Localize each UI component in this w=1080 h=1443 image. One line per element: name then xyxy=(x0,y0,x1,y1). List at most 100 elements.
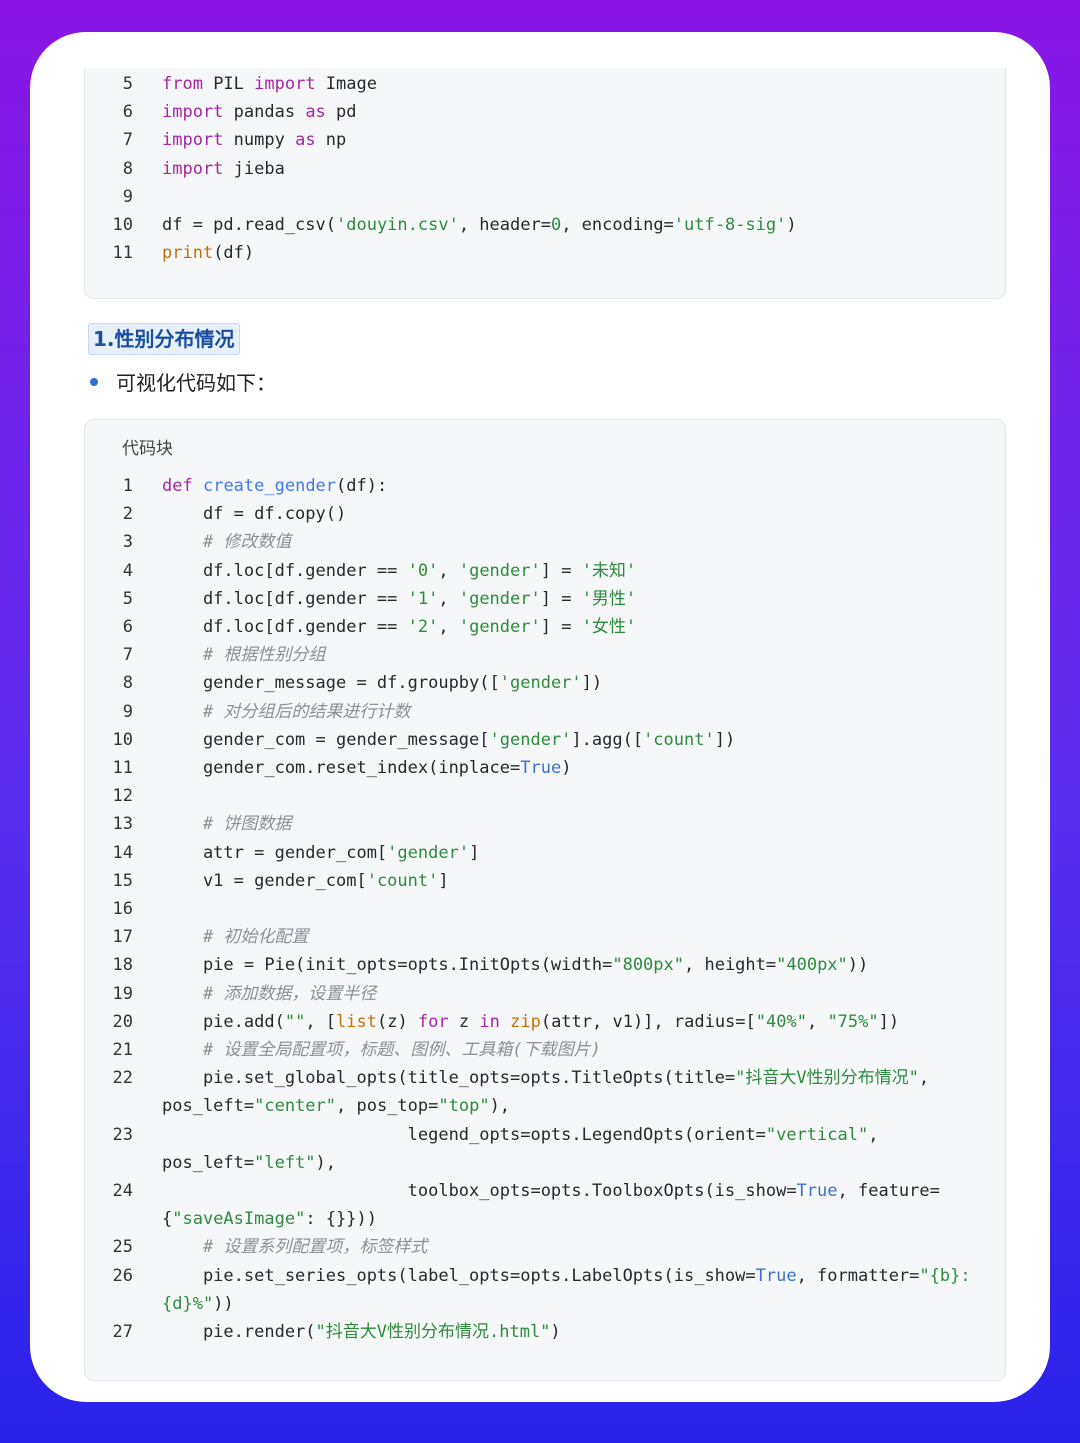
line-number: 25 xyxy=(112,1237,133,1258)
line-number: 23 xyxy=(112,1124,133,1145)
line-number: 13 xyxy=(112,814,133,835)
code-line: 15 v1 = gender_com['count'] xyxy=(85,867,1005,895)
code-text: from PIL import Image xyxy=(162,74,377,94)
code-text: import numpy as np xyxy=(162,130,347,151)
code-text: pos_left="left"), xyxy=(162,1152,337,1173)
code-line: 12 xyxy=(85,782,1005,810)
code-text: # 设置全局配置项，标题、图例、工具箱(下载图片) xyxy=(202,1040,601,1060)
code-line: 16 xyxy=(85,895,1005,923)
code-text: pos_left="center", pos_top="top"), xyxy=(162,1096,511,1117)
code-line: 2 df = df.copy() xyxy=(85,500,1005,528)
code-line: 24 toolbox_opts=opts.ToolboxOpts(is_show… xyxy=(85,1177,1005,1205)
code-line: 25 # 设置系列配置项，标签样式 xyxy=(85,1233,1005,1261)
code-line: pos_left="left"), xyxy=(85,1149,1005,1177)
line-number: 9 xyxy=(122,186,133,207)
code-line: 26 pie.set_series_opts(label_opts=opts.L… xyxy=(85,1262,1005,1290)
code-text: def create_gender(df): xyxy=(162,476,388,496)
code-line: 8 gender_message = df.groupby(['gender']… xyxy=(85,669,1005,697)
line-number: 15 xyxy=(112,870,133,891)
code-line: 4 df.loc[df.gender == '0', 'gender'] = '… xyxy=(85,557,1005,585)
code-text: df.loc[df.gender == '1', 'gender'] = '男性… xyxy=(162,588,637,609)
code-line: 10 df = pd.read_csv('douyin.csv', header=… xyxy=(85,211,1005,239)
line-number: 5 xyxy=(122,588,133,609)
code-text: # 设置系列配置项，标签样式 xyxy=(202,1237,428,1258)
code-text: # 修改数值 xyxy=(202,532,292,553)
code-line: 5 df.loc[df.gender == '1', 'gender'] = '… xyxy=(85,585,1005,613)
code-text: # 添加数据，设置半径 xyxy=(202,983,377,1004)
code-line: 3 # 修改数值 xyxy=(85,528,1005,556)
line-number: 20 xyxy=(112,1011,133,1032)
code-line: 11 gender_com.reset_index(inplace=True) xyxy=(85,754,1005,782)
code-line: 13 # 饼图数据 xyxy=(85,810,1005,838)
code-line: {d}%")) xyxy=(85,1290,1005,1318)
line-number: 16 xyxy=(112,899,133,919)
code-text: # 饼图数据 xyxy=(202,814,292,835)
code-text: pie.set_global_opts(title_opts=opts.Titl… xyxy=(162,1068,930,1089)
code-text: df.loc[df.gender == '0', 'gender'] = '未知… xyxy=(162,560,637,581)
code-text: df = pd.read_csv('douyin.csv', header=0,… xyxy=(162,215,797,235)
code-text: {d}%")) xyxy=(162,1293,234,1314)
line-number: 8 xyxy=(122,673,133,694)
line-number: 11 xyxy=(112,243,133,264)
code-line: 9 xyxy=(85,183,1005,211)
code-line: 6 df.loc[df.gender == '2', 'gender'] = '… xyxy=(85,613,1005,641)
line-number: 9 xyxy=(122,701,133,722)
code-text: # 对分组后的结果进行计数 xyxy=(202,701,411,722)
line-number: 24 xyxy=(112,1181,133,1201)
line-number: 4 xyxy=(122,560,133,581)
code-line: 22 pie.set_global_opts(title_opts=opts.T… xyxy=(85,1064,1005,1092)
line-number: 7 xyxy=(122,645,133,666)
line-number: 14 xyxy=(112,842,133,863)
code-text: gender_com.reset_index(inplace=True) xyxy=(162,758,572,778)
line-number: 21 xyxy=(112,1040,133,1060)
code-text: df.loc[df.gender == '2', 'gender'] = '女性… xyxy=(162,617,637,637)
line-number: 3 xyxy=(122,532,133,553)
code-block-imports: 5 from PIL import Image 6 import pandas as … xyxy=(84,68,1006,299)
code-text: import pandas as pd xyxy=(162,102,357,123)
code-line: 9 # 对分组后的结果进行计数 xyxy=(85,698,1005,726)
line-number: 10 xyxy=(112,215,133,235)
line-number: 27 xyxy=(112,1322,133,1342)
code-line: 17 # 初始化配置 xyxy=(85,923,1005,951)
code-text: print(df) xyxy=(162,243,255,264)
code-text: gender_com = gender_message['gender'].ag… xyxy=(162,729,736,750)
bullet-text: 可视化代码如下： xyxy=(116,371,276,395)
line-number: 26 xyxy=(112,1265,133,1286)
code-line: 18 pie = Pie(init_opts=opts.InitOpts(wid… xyxy=(85,951,1005,979)
code-text: legend_opts=opts.LegendOpts(orient="vert… xyxy=(162,1124,879,1145)
code-text: toolbox_opts=opts.ToolboxOpts(is_show=Tr… xyxy=(162,1181,940,1201)
code-text: import jieba xyxy=(162,158,285,179)
code-line: 23 legend_opts=opts.LegendOpts(orient="v… xyxy=(85,1121,1005,1149)
line-number: 5 xyxy=(122,74,133,94)
code-line: 21 # 设置全局配置项，标题、图例、工具箱(下载图片) xyxy=(85,1036,1005,1064)
line-number: 2 xyxy=(122,504,133,525)
code-line: 10 gender_com = gender_message['gender']… xyxy=(85,726,1005,754)
section-heading: 1.性别分布情况 xyxy=(88,323,240,355)
code-block-title: 代码块 xyxy=(122,439,173,459)
line-number: 6 xyxy=(122,102,133,123)
code-text: pie.set_series_opts(label_opts=opts.Labe… xyxy=(162,1265,971,1286)
code-text: # 根据性别分组 xyxy=(202,645,326,666)
code-text: df = df.copy() xyxy=(162,504,347,525)
code-line: 5 from PIL import Image xyxy=(85,70,1005,98)
content-card: 5 from PIL import Image 6 import pandas as … xyxy=(30,32,1050,1402)
line-number: 12 xyxy=(112,786,133,807)
code-text: # 初始化配置 xyxy=(202,927,309,948)
code-text: gender_message = df.groupby(['gender']) xyxy=(162,673,603,694)
code-line: {"saveAsImage": {}})) xyxy=(85,1205,1005,1233)
code-line: 27 pie.render("抖音大V性别分布情况.html") xyxy=(85,1318,1005,1346)
code-line: 20 pie.add("", [list(z) for z in zip(att… xyxy=(85,1008,1005,1036)
code-line: pos_left="center", pos_top="top"), xyxy=(85,1092,1005,1120)
code-text: pie.render("抖音大V性别分布情况.html") xyxy=(162,1322,561,1342)
code-line: 11 print(df) xyxy=(85,239,1005,267)
code-text: v1 = gender_com['count'] xyxy=(162,870,449,891)
code-line: 19 # 添加数据，设置半径 xyxy=(85,980,1005,1008)
code-line: 6 import pandas as pd xyxy=(85,98,1005,126)
bullet-dot-icon xyxy=(90,378,98,386)
line-number: 18 xyxy=(112,955,133,976)
code-text: pie = Pie(init_opts=opts.InitOpts(width=… xyxy=(162,955,869,976)
